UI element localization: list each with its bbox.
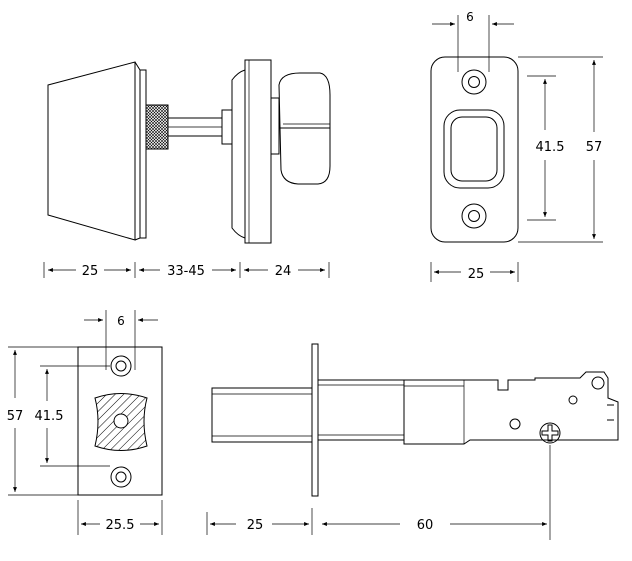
inner-escutcheon [231,69,246,239]
dim-label-25-bottom: 25 [247,518,264,533]
strike-opening-inner [450,116,498,182]
knurled-collar [145,104,169,150]
latch-case [403,371,619,445]
dim-label-25: 25 [82,264,99,279]
dim-label-25-top-right: 25 [468,267,485,282]
dim-label-57-top: 57 [586,140,603,155]
dim-label-33-45: 33-45 [167,264,205,279]
dim-label-60: 60 [417,518,434,533]
strike-plate-outline [430,56,519,243]
side-view-dimensions: 25 33-45 24 [43,262,330,279]
side-view [47,59,331,244]
strike-opening-outer [443,109,505,189]
strike-plate-dimensions: 6 41.5 57 25 [430,10,603,282]
spindle-hole [539,422,561,444]
latch-side-view [211,343,619,497]
latch-faceplate-dimensions: 6 57 41.5 25.5 [7,310,163,535]
dim-label-25-5: 25.5 [106,518,135,533]
dim-label-41-5-top: 41.5 [536,140,565,155]
dim-label-6-bottom: 6 [117,314,125,328]
outer-rose [139,69,147,239]
dim-label-57-bottom: 57 [7,409,24,424]
latch-side-dimensions: 25 60 [206,445,551,540]
latch-face-edge [311,343,319,497]
outer-cylinder-body [47,61,136,241]
dim-label-41-5-bottom: 41.5 [35,409,64,424]
dim-label-6-top: 6 [466,10,474,24]
latch-bolt [211,387,313,443]
faceplate-outline [77,346,163,496]
latch-faceplate [77,346,163,496]
strike-plate [430,56,519,243]
dim-label-24: 24 [275,264,292,279]
